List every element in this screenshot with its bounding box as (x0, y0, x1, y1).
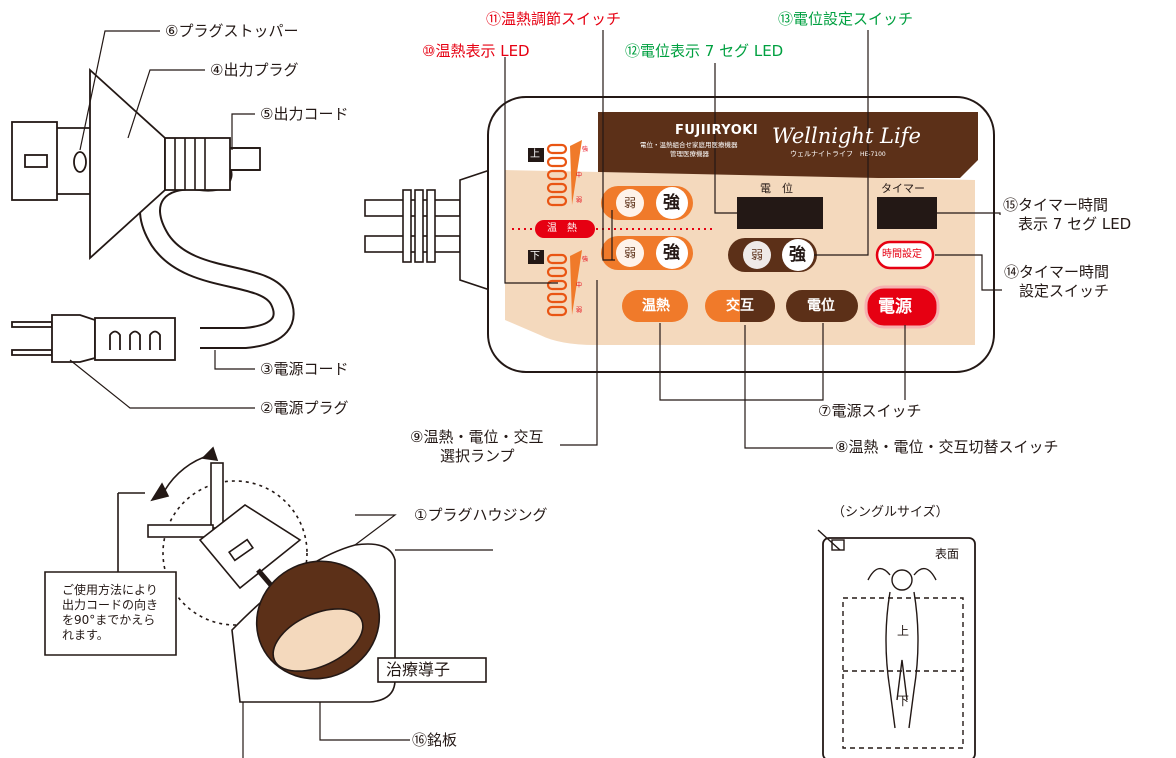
heat-switch-upper[interactable] (601, 186, 693, 220)
label-heat-switch: ⑪温熱調節スイッチ (486, 10, 622, 28)
heat-lower-strong: 強 (663, 243, 680, 263)
timer-title: タイマー (881, 182, 925, 195)
device-desc-1: 電位・温熱組合せ家庭用医療機器 (640, 141, 738, 149)
led-up-label: 上 (530, 149, 540, 160)
label-mode-switch: ⑧温熱・電位・交互切替スイッチ (835, 438, 1059, 456)
heat-upper-weak: 弱 (624, 196, 637, 210)
label-power-switch: ⑦電源スイッチ (818, 402, 922, 420)
time-set-button[interactable]: 時間設定 (882, 249, 922, 260)
model-number: HE-7100 (860, 151, 886, 158)
label-timer-switch: ⑭タイマー時間 設定スイッチ (1004, 263, 1110, 300)
label-heat-led: ⑩温熱表示 LED (422, 42, 530, 60)
label-select-lamp: ⑨温熱・電位・交互 選択ランプ (410, 428, 544, 465)
heat-upper-strong: 強 (663, 193, 680, 213)
label-power-plug: ②電源プラグ (260, 399, 349, 417)
label-power-cord: ③電源コード (260, 360, 349, 378)
pad-illustration (44, 446, 487, 703)
mat-size-label: （シングルサイズ） (832, 505, 949, 520)
orientation-note: ご使用方法により 出力コードの向き を90°までかえら れます。 (62, 583, 159, 642)
led-lower-low: 弱 (576, 307, 583, 314)
label-nameplate: ⑯銘板 (412, 731, 458, 749)
mat-up-label: 上 (897, 624, 910, 638)
potential-strong: 強 (789, 245, 806, 265)
mode-potential-button[interactable]: 電位 (807, 298, 835, 314)
potential-weak: 弱 (751, 248, 764, 262)
led-down-label: 下 (530, 251, 540, 262)
potential-switch[interactable] (728, 238, 817, 272)
leader-lines (69, 30, 1002, 758)
label-plug-housing: ①プラグハウジング (414, 506, 548, 524)
led-lower-mid: 中 (576, 282, 583, 289)
mat-illustration (817, 529, 976, 758)
heat-lower-weak: 弱 (624, 246, 637, 260)
model-script-logo: Wellnight Life (772, 124, 921, 148)
mat-down-label: 下 (897, 694, 910, 708)
led-lower-high: 強 (582, 256, 589, 263)
brand-logo: FUJIIRYOKI (675, 123, 759, 138)
mode-alternate-button[interactable]: 交互 (726, 298, 754, 314)
model-kana: ウェルナイトライフ (790, 150, 853, 158)
led-upper-mid: 中 (576, 172, 583, 179)
potential-title: 電 位 (760, 182, 793, 195)
label-timer-led: ⑮タイマー時間 表示 7 セグ LED (1003, 196, 1132, 233)
heat-switch-lower[interactable] (601, 236, 693, 270)
output-plug-assembly (11, 67, 295, 363)
heat-led-column (546, 143, 568, 317)
power-button[interactable]: 電源 (878, 297, 912, 317)
device-desc-2: 管理医療機器 (670, 150, 709, 158)
label-potential-switch: ⑬電位設定スイッチ (778, 10, 914, 28)
label-output-plug: ④出力プラグ (210, 61, 299, 79)
label-potential-led: ⑫電位表示 7 セグ LED (625, 42, 784, 60)
heat-band-label: 温 熱 (547, 223, 577, 234)
led-upper-high: 強 (582, 146, 589, 153)
mat-surface-label: 表面 (935, 547, 960, 561)
label-plug-stopper: ⑥プラグストッパー (165, 22, 299, 40)
mode-heat-button[interactable]: 温熱 (642, 298, 670, 314)
pad-label: 治療導子 (386, 660, 451, 679)
label-output-cord: ⑤出力コード (260, 105, 349, 123)
led-upper-low: 弱 (576, 197, 583, 204)
